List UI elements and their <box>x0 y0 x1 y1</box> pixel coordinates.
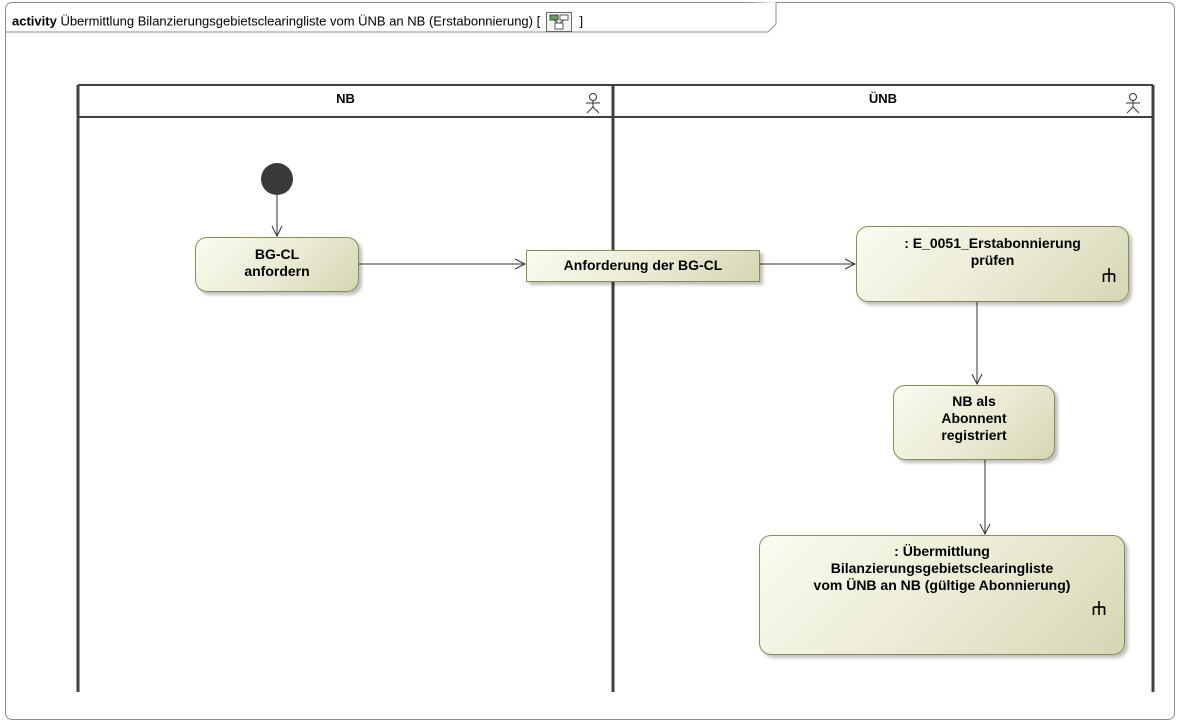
call-behavior-transmit[interactable]: : Übermittlung Bilanzierungsgebietsclear… <box>759 535 1125 655</box>
frame-title-end: ] <box>579 13 584 29</box>
action-register-subscriber[interactable]: NB als Abonnent registriert <box>893 385 1055 460</box>
action-label: NB als Abonnent registriert <box>941 393 1007 443</box>
frame-keyword: activity <box>12 13 57 29</box>
action-label: : E_0051_Erstabonnierung prüfen <box>904 235 1081 268</box>
object-node-request[interactable]: Anforderung der BG-CL <box>526 250 760 282</box>
actor-icon <box>1126 93 1140 114</box>
call-behavior-check[interactable]: : E_0051_Erstabonnierung prüfen <box>856 226 1129 302</box>
actor-icon <box>586 93 600 114</box>
rake-icon <box>1092 600 1106 620</box>
frame-tab <box>5 2 777 33</box>
lane-title-nb: NB <box>336 91 355 106</box>
diagram-frame <box>5 2 1175 720</box>
swimlanes <box>76 84 1155 692</box>
diagram-link-icon[interactable] <box>545 12 572 32</box>
initial-node[interactable] <box>261 163 293 195</box>
frame-title: Übermittlung Bilanzierungsgebietsclearin… <box>60 13 541 29</box>
flows <box>277 195 985 534</box>
object-label: Anforderung der BG-CL <box>563 257 723 273</box>
lane-title-unb: ÜNB <box>868 91 898 106</box>
action-request-bgcl[interactable]: BG-CL anfordern <box>195 237 359 292</box>
action-label: BG-CL anfordern <box>244 246 310 279</box>
rake-icon <box>1102 267 1116 287</box>
action-label: : Übermittlung Bilanzierungsgebietsclear… <box>813 543 1071 593</box>
